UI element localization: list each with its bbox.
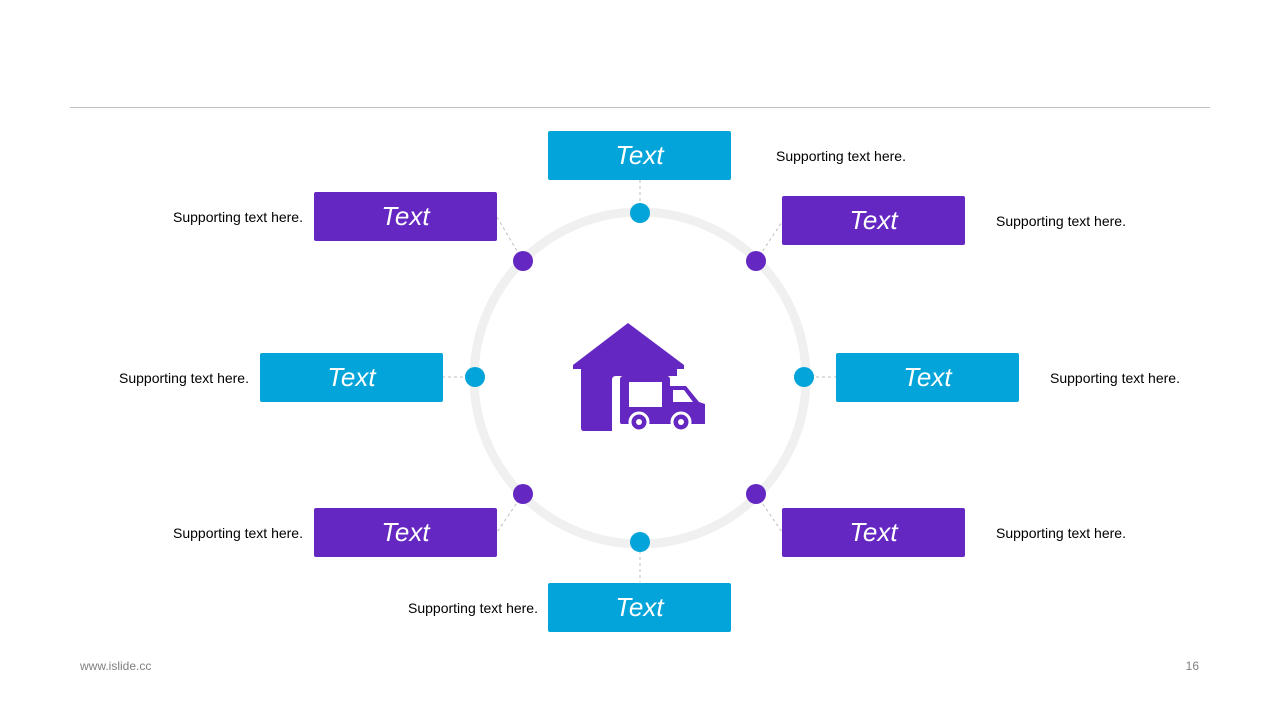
node-top-right-support: Supporting text here. — [996, 213, 1126, 229]
node-bottom-left-support: Supporting text here. — [173, 525, 303, 541]
node-right-box: Text — [836, 353, 1019, 402]
dot-bottom-right — [746, 484, 766, 504]
node-top-left-support: Supporting text here. — [173, 209, 303, 225]
dot-bottom — [630, 532, 650, 552]
node-bottom-right-support: Supporting text here. — [996, 525, 1126, 541]
footer-website: www.islide.cc — [80, 659, 152, 673]
node-top-left-box: Text — [314, 192, 497, 241]
node-left-box: Text — [260, 353, 443, 402]
warehouse-truck-icon — [573, 323, 705, 433]
page-number: 16 — [1185, 659, 1199, 673]
node-top-right-box: Text — [782, 196, 965, 245]
node-bottom-left-box: Text — [314, 508, 497, 557]
dot-left — [465, 367, 485, 387]
node-bottom-box: Text — [548, 583, 731, 632]
node-top-box: Text — [548, 131, 731, 180]
node-left-support: Supporting text here. — [119, 370, 249, 386]
node-right-support: Supporting text here. — [1050, 370, 1180, 386]
header-divider — [70, 107, 1210, 108]
node-top-support: Supporting text here. — [776, 148, 906, 164]
dot-top-right — [746, 251, 766, 271]
dot-top-left — [513, 251, 533, 271]
dot-top — [630, 203, 650, 223]
node-bottom-support: Supporting text here. — [408, 600, 538, 616]
node-bottom-right-box: Text — [782, 508, 965, 557]
dot-right — [794, 367, 814, 387]
dot-bottom-left — [513, 484, 533, 504]
